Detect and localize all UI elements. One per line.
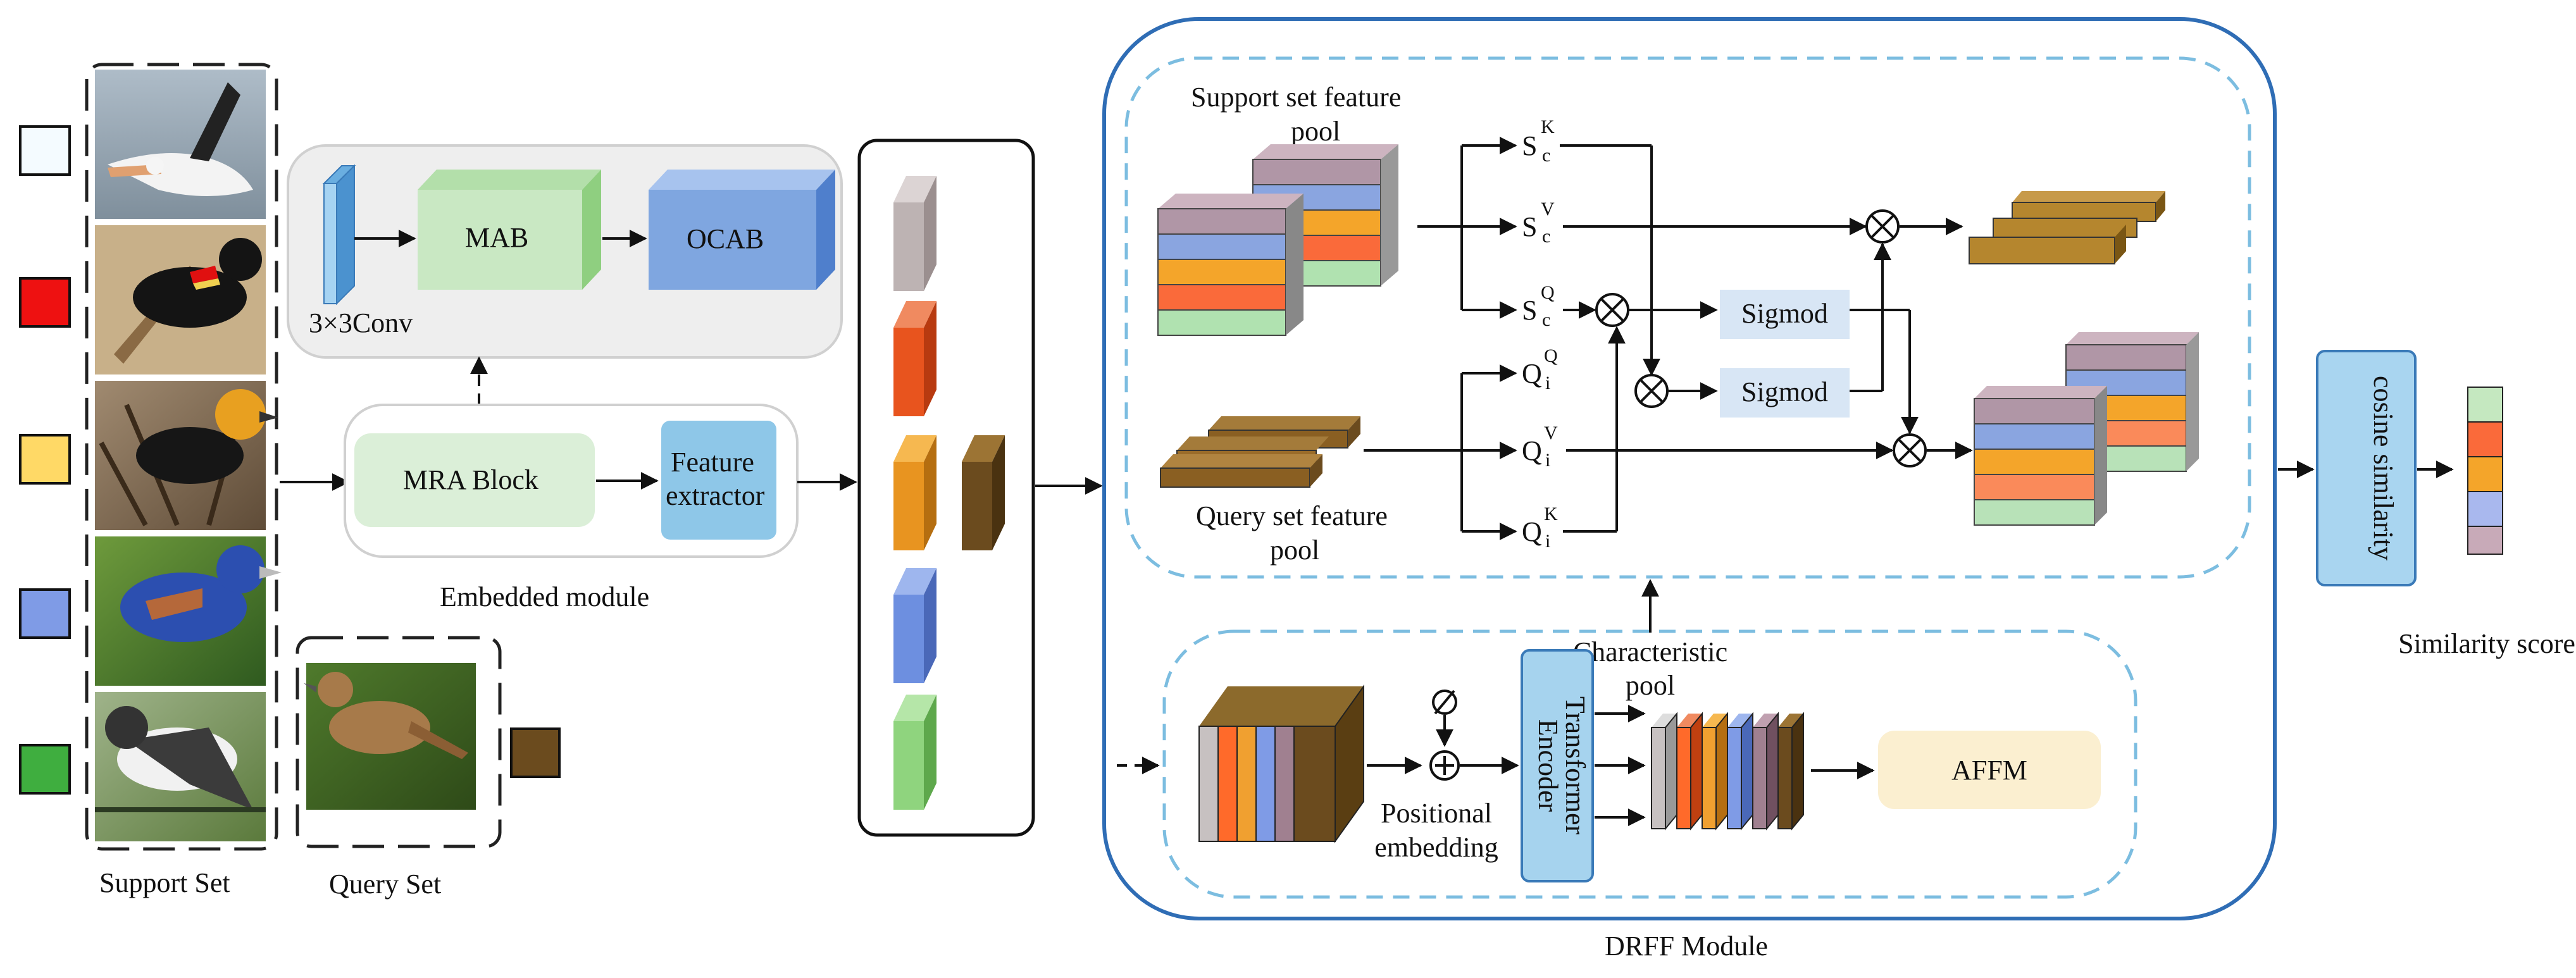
svg-text:K: K [1544,504,1558,524]
characteristic-pool-label-2: pool [1626,670,1675,701]
cosine-similarity-label: cosine similarity [2368,376,2399,560]
support-set-label: Support Set [99,867,230,898]
pelican-photo [95,70,266,219]
feature-extractor-block [661,421,776,540]
similarity-score-bar [2467,387,2503,555]
plus-icon [1429,750,1460,781]
svg-text:Q: Q [1522,358,1542,389]
q-i-v: Q V i [1522,423,1558,471]
svg-text:Q: Q [1541,282,1555,303]
svg-text:c: c [1542,226,1550,247]
class-swatch-1 [19,125,71,176]
output-feature-stack-bottom [1974,332,2199,526]
multiply-icon [1634,374,1669,408]
ocab-label: OCAB [687,223,764,254]
multiply-icon [1595,293,1629,327]
svg-text:V: V [1544,423,1558,443]
sigmod-label-1: Sigmod [1741,298,1828,329]
class-swatch-4 [19,588,71,639]
mra-block [354,433,595,527]
svg-text:i: i [1545,373,1550,393]
conv-block [322,164,356,306]
q-i-q: Q Q i [1522,345,1558,393]
transformer-encoder-block [1521,649,1594,882]
class-swatch-3 [19,434,71,485]
s-c-k: S K c [1522,116,1555,166]
svg-text:Q: Q [1522,516,1542,547]
svg-text:Q: Q [1544,345,1558,366]
svg-text:S: S [1522,295,1537,326]
drff-module-label: DRFF Module [1605,931,1768,962]
feature-vectors-container [857,139,1035,837]
svg-text:S: S [1522,130,1537,161]
connector-line [1563,373,1634,387]
support-set-border [85,63,278,851]
svg-text:K: K [1541,116,1555,137]
conv-label: 3×3Conv [309,307,413,338]
output-feature-stack-top [1969,191,2165,264]
mab-block [418,170,601,290]
positional-embedding-label-2: embedding [1374,832,1498,863]
sigmod-label-2: Sigmod [1741,376,1828,407]
svg-text:S: S [1522,211,1537,242]
class-swatch-5 [19,744,71,795]
support-photos [95,70,282,841]
query-set-border [296,636,502,848]
feature-cube [1198,684,1364,844]
query-pool-label-1: Query set feature [1196,500,1388,531]
embedded-module-label: Embedded module [440,581,649,612]
positional-embedding-label-1: Positional [1381,798,1492,829]
query-swatch [510,727,561,778]
support-pool-label-1: Support set feature [1191,82,1401,113]
attention-dashed-region [1124,56,2251,579]
transformer-encoder-label-1: Transformer [1560,696,1591,835]
support-feature-pool [1157,144,1398,336]
similarity-score-label: Similarity score [2398,628,2575,659]
svg-text:V: V [1541,199,1555,220]
mra-block-label: MRA Block [403,464,538,495]
characteristic-dashed-region [1162,629,2137,899]
svg-text:c: c [1542,145,1550,166]
support-pool-label-2: pool [1291,116,1340,147]
transformer-encoder-label-2: Encoder [1533,719,1564,812]
q-i-k: Q K i [1522,504,1558,552]
class-swatch-2 [19,277,71,328]
svg-text:i: i [1545,450,1550,471]
svg-text:i: i [1545,531,1550,552]
drff-module-border [1102,17,2277,920]
query-pool-label-2: pool [1270,535,1319,566]
s-c-q: S Q c [1522,282,1555,330]
svg-text:Q: Q [1522,435,1542,466]
sigmod-block-1 [1720,290,1850,339]
mab-label: MAB [465,222,528,253]
yellow-headed-blackbird-photo [95,381,278,530]
characteristic-pool-bars [1651,712,1804,831]
multiply-icon [1893,433,1927,467]
feature-vectors [893,176,1005,810]
query-feature-pool [1160,416,1360,488]
affm-label: AFFM [1951,755,2027,786]
ocab-block [649,170,835,290]
kingbird-photo [95,692,266,841]
feature-extractor-label-1: Feature [671,447,754,478]
multiply-icon [1865,209,1900,244]
empty-set-icon [1432,690,1457,715]
red-winged-blackbird-photo [95,225,266,374]
affm-block [1878,731,2101,809]
feature-extractor-label-2: extractor [666,480,765,511]
cosine-similarity-block [2316,350,2417,586]
characteristic-pool-label-1: Characteristic [1573,636,1727,667]
s-c-v: S V c [1522,199,1555,247]
class-swatches [19,125,71,795]
query-thrasher-photo [304,663,476,810]
blue-grosbeak-photo [95,536,282,686]
sigmod-block-2 [1720,368,1850,418]
query-set-label: Query Set [329,869,441,900]
svg-text:c: c [1542,309,1550,330]
